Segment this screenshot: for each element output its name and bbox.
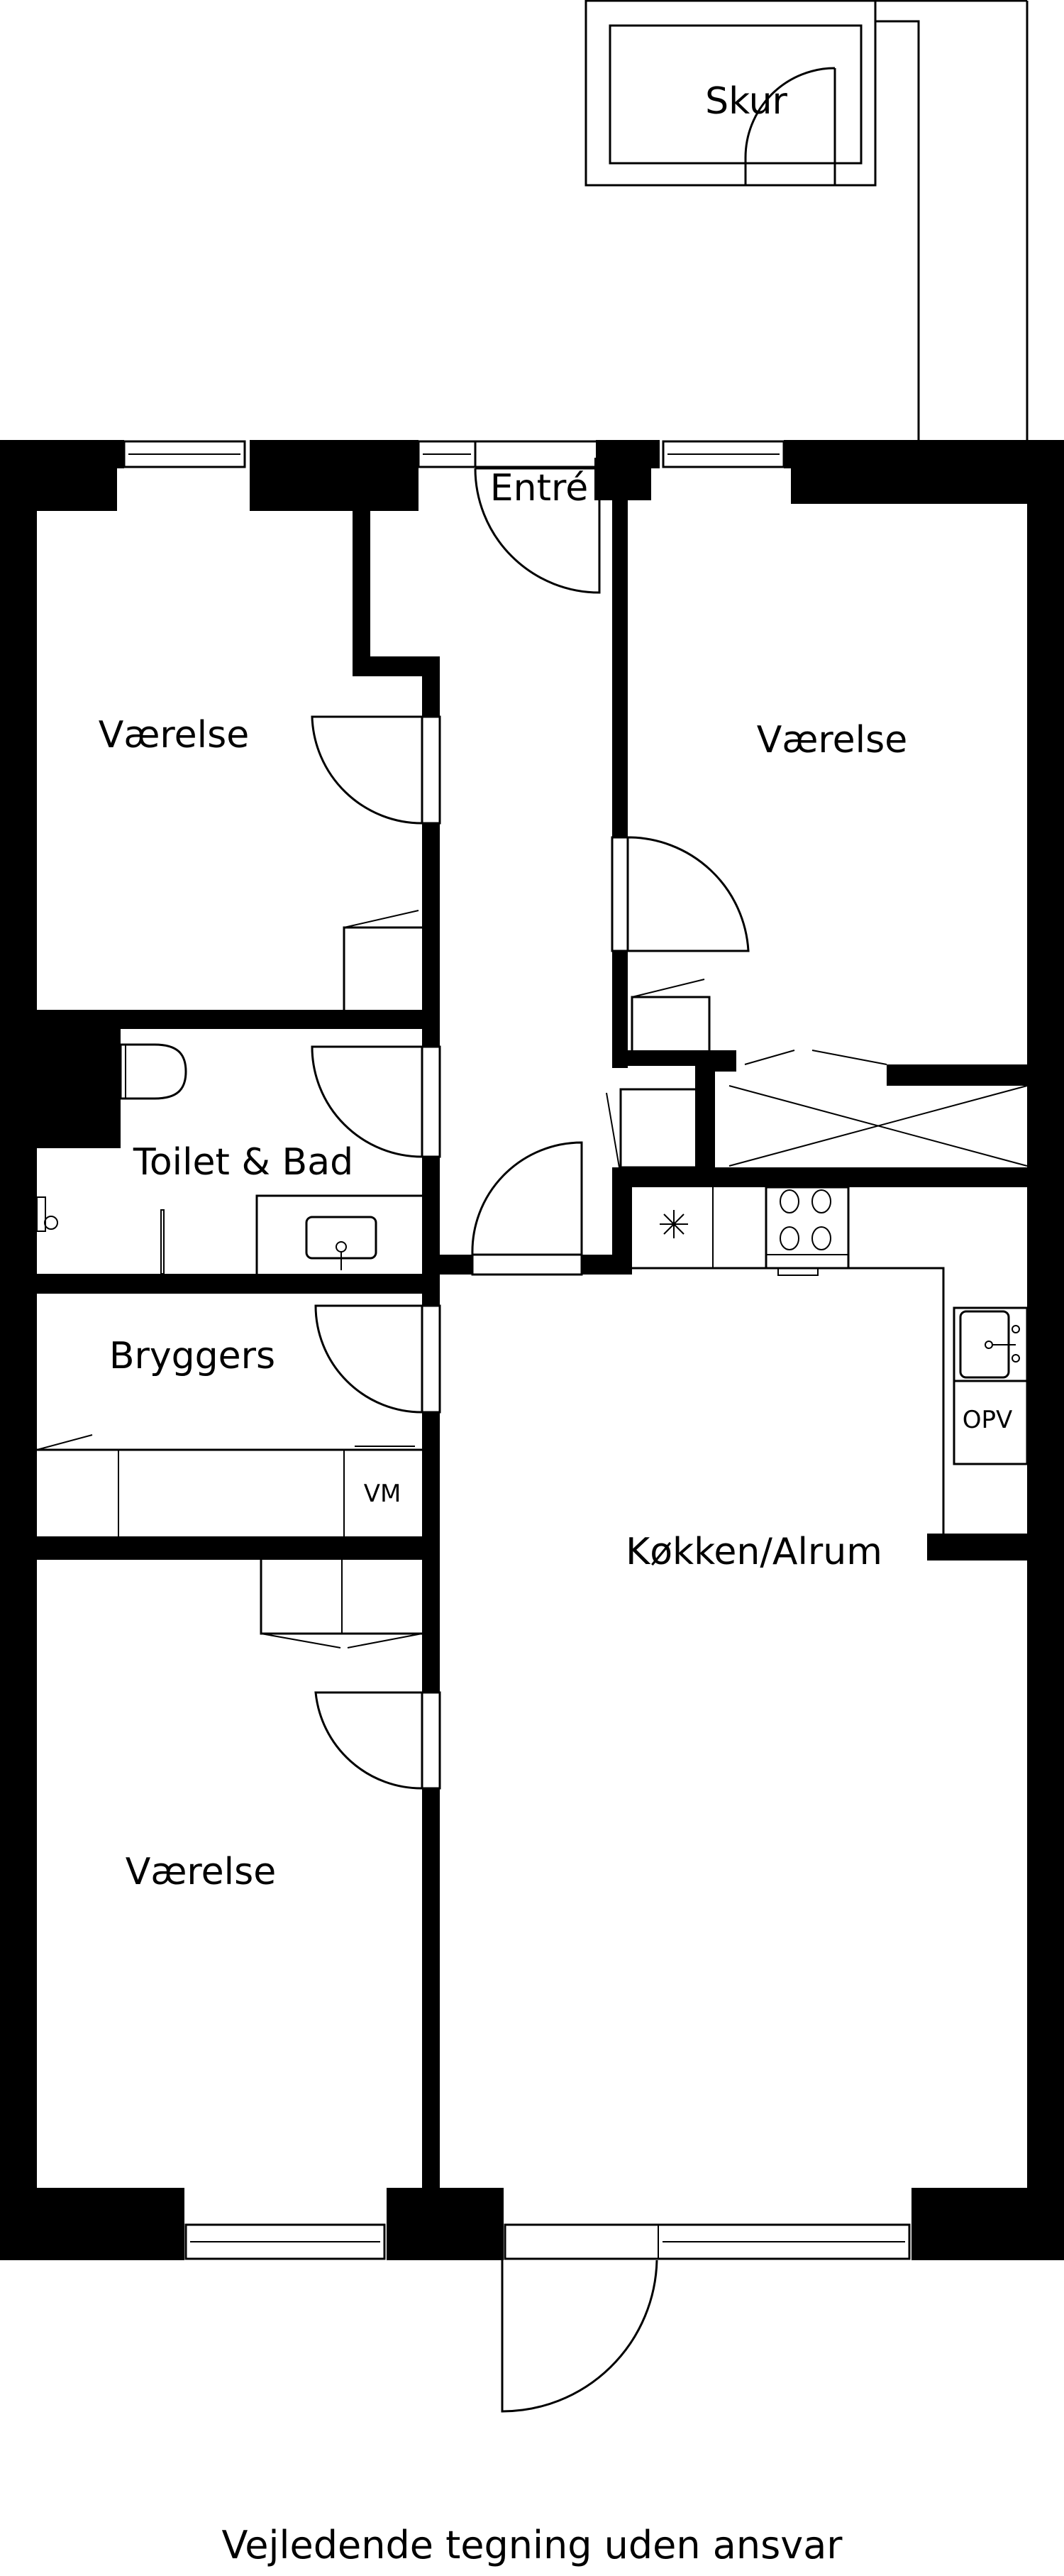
- room-labels: Skur Entré Værelse Værelse Toilet & Bad …: [99, 80, 1012, 1893]
- windows-top: [123, 440, 785, 468]
- interior-walls: [21, 500, 1027, 2189]
- windows-bottom: [184, 2223, 911, 2413]
- kitchen-sink-icon: [953, 1306, 1029, 1382]
- ventilation-icon: [660, 1210, 688, 1238]
- doors: [311, 467, 750, 1790]
- stove-icon: [765, 1186, 850, 1276]
- label-bryggers: Bryggers: [109, 1335, 275, 1377]
- label-vaerelse-bottom-left: Værelse: [126, 1851, 276, 1893]
- shed: [584, 0, 1029, 440]
- disclaimer-caption: Vejledende tegning uden ansvar: [222, 2523, 843, 2567]
- label-vm: VM: [364, 1480, 401, 1508]
- label-skur: Skur: [705, 80, 787, 123]
- label-koekken-alrum: Køkken/Alrum: [626, 1531, 882, 1573]
- label-opv: OPV: [963, 1406, 1013, 1434]
- label-entre: Entré: [490, 467, 588, 510]
- outer-walls: [0, 440, 1064, 2260]
- fixtures: [36, 910, 1029, 1648]
- label-vaerelse-top-left: Værelse: [99, 714, 249, 756]
- label-vaerelse-top-right: Værelse: [757, 719, 907, 761]
- label-toilet-bad: Toilet & Bad: [133, 1141, 353, 1184]
